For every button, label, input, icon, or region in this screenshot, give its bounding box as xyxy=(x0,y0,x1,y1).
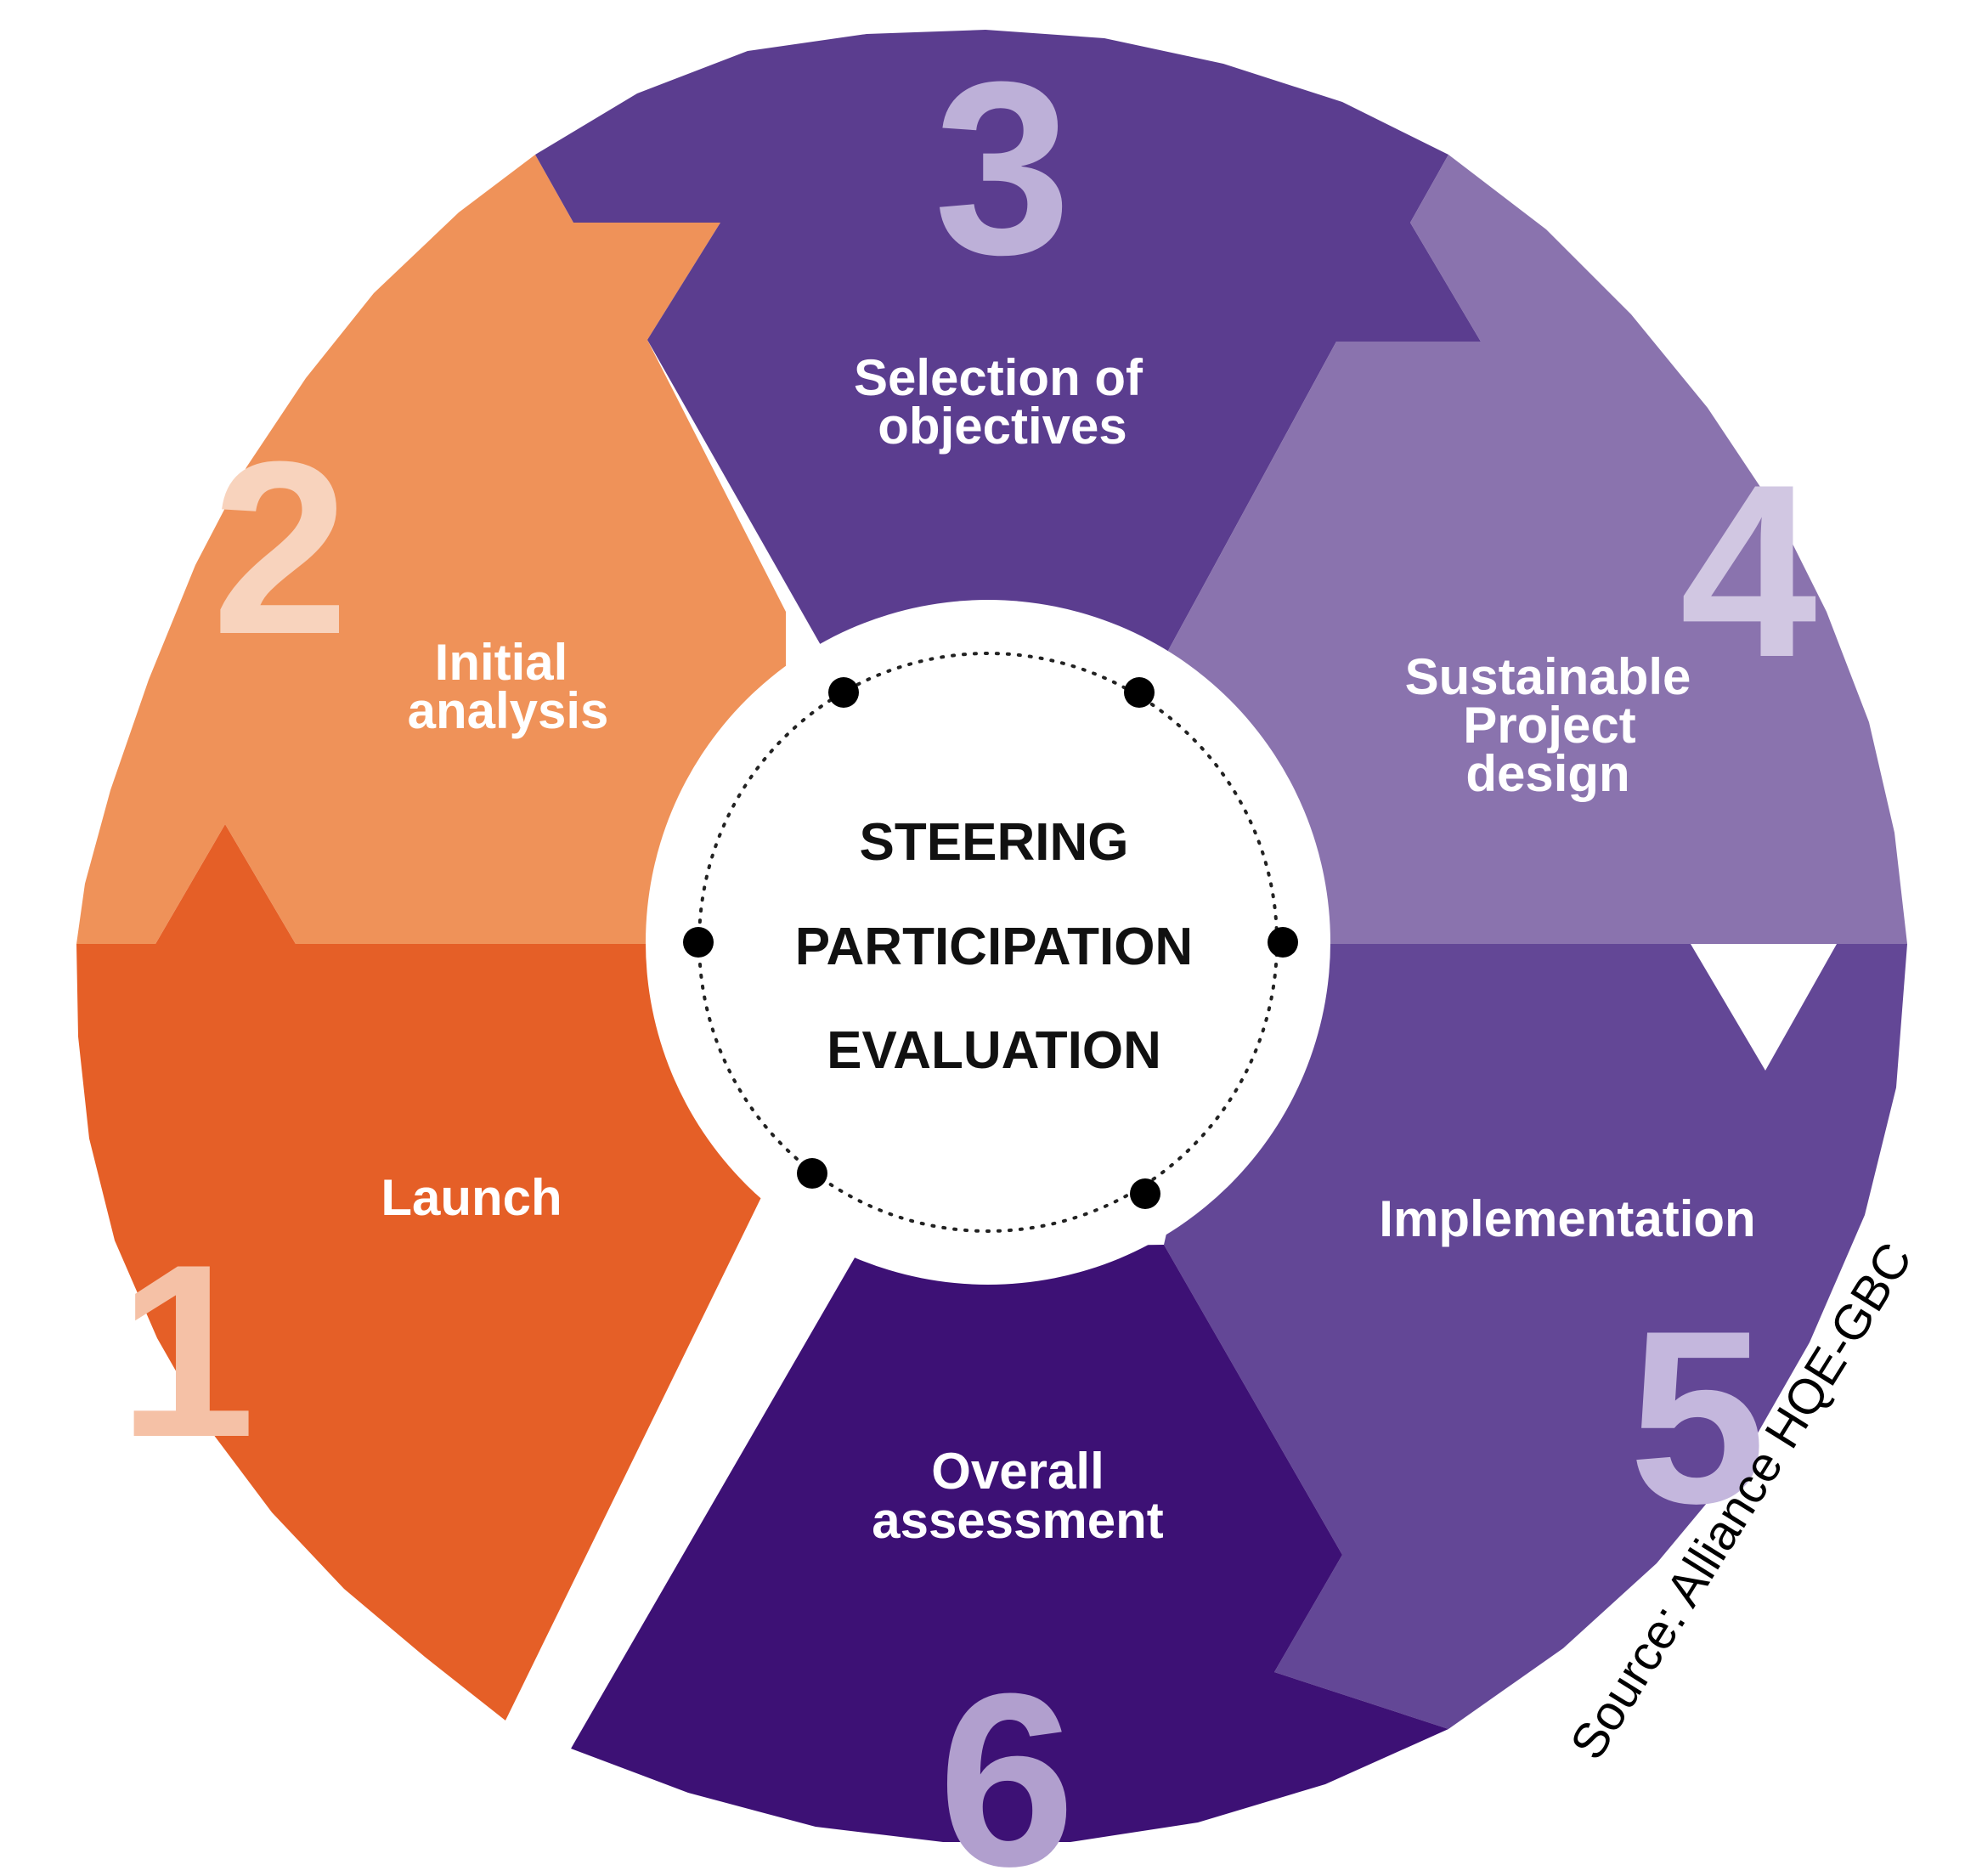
center-circle xyxy=(646,600,1330,1285)
step-5-segment xyxy=(1164,944,1907,1729)
step-2-segment xyxy=(76,155,786,944)
ring-node xyxy=(683,927,714,958)
step-4-label-line-1: Sustainable xyxy=(1405,648,1691,705)
core-text-evaluation: EVALUATION xyxy=(827,1021,1161,1080)
step-4-number: 4 xyxy=(1680,433,1818,709)
step-3-label-line-2: objectives xyxy=(878,398,1126,455)
segment-gap xyxy=(505,1215,860,1749)
step-3-number: 3 xyxy=(934,31,1070,306)
ring-node xyxy=(828,677,859,708)
step-2-number: 2 xyxy=(212,410,348,686)
step-2-initial-analysis: 2 Initial analysis xyxy=(76,155,786,944)
step-6-overall-assessment: Overall assessment 6 xyxy=(571,1245,1448,1876)
step-1-number: 1 xyxy=(118,1213,255,1489)
step-4-label-line-2: Project xyxy=(1463,697,1635,754)
step-1-label: Launch xyxy=(381,1169,562,1226)
step-4-sustainable-project-design: 4 Sustainable Project design xyxy=(1164,155,1907,944)
step-6-label-line-1: Overall xyxy=(931,1443,1104,1500)
step-3-selection-of-objectives: 3 Selection of objectives xyxy=(535,30,1481,658)
step-6-number: 6 xyxy=(938,1642,1075,1876)
step-5-implementation: Implementation 5 xyxy=(1164,944,1907,1729)
core-text-participation: PARTICIPATION xyxy=(795,918,1193,976)
step-1-segment xyxy=(76,824,786,1721)
step-5-number: 5 xyxy=(1629,1280,1765,1555)
step-3-label-line-1: Selection of xyxy=(854,349,1143,406)
ring-node xyxy=(797,1158,827,1189)
core-text-steering: STEERING xyxy=(860,813,1129,872)
center-hub: STEERING PARTICIPATION EVALUATION xyxy=(646,600,1330,1285)
step-3-segment xyxy=(535,30,1481,658)
step-6-segment xyxy=(571,1245,1448,1842)
step-2-label-line-1: Initial xyxy=(435,634,568,691)
ring-node xyxy=(1124,677,1155,708)
ring-node xyxy=(1130,1178,1160,1209)
step-4-segment xyxy=(1164,155,1907,944)
step-5-label: Implementation xyxy=(1379,1190,1755,1247)
step-4-label-line-3: design xyxy=(1465,745,1629,802)
step-1-launch: 1 Launch xyxy=(76,824,786,1721)
ring-node xyxy=(1268,927,1298,958)
step-2-label-line-2: analysis xyxy=(408,682,609,739)
step-6-label-line-2: assessment xyxy=(872,1492,1164,1549)
